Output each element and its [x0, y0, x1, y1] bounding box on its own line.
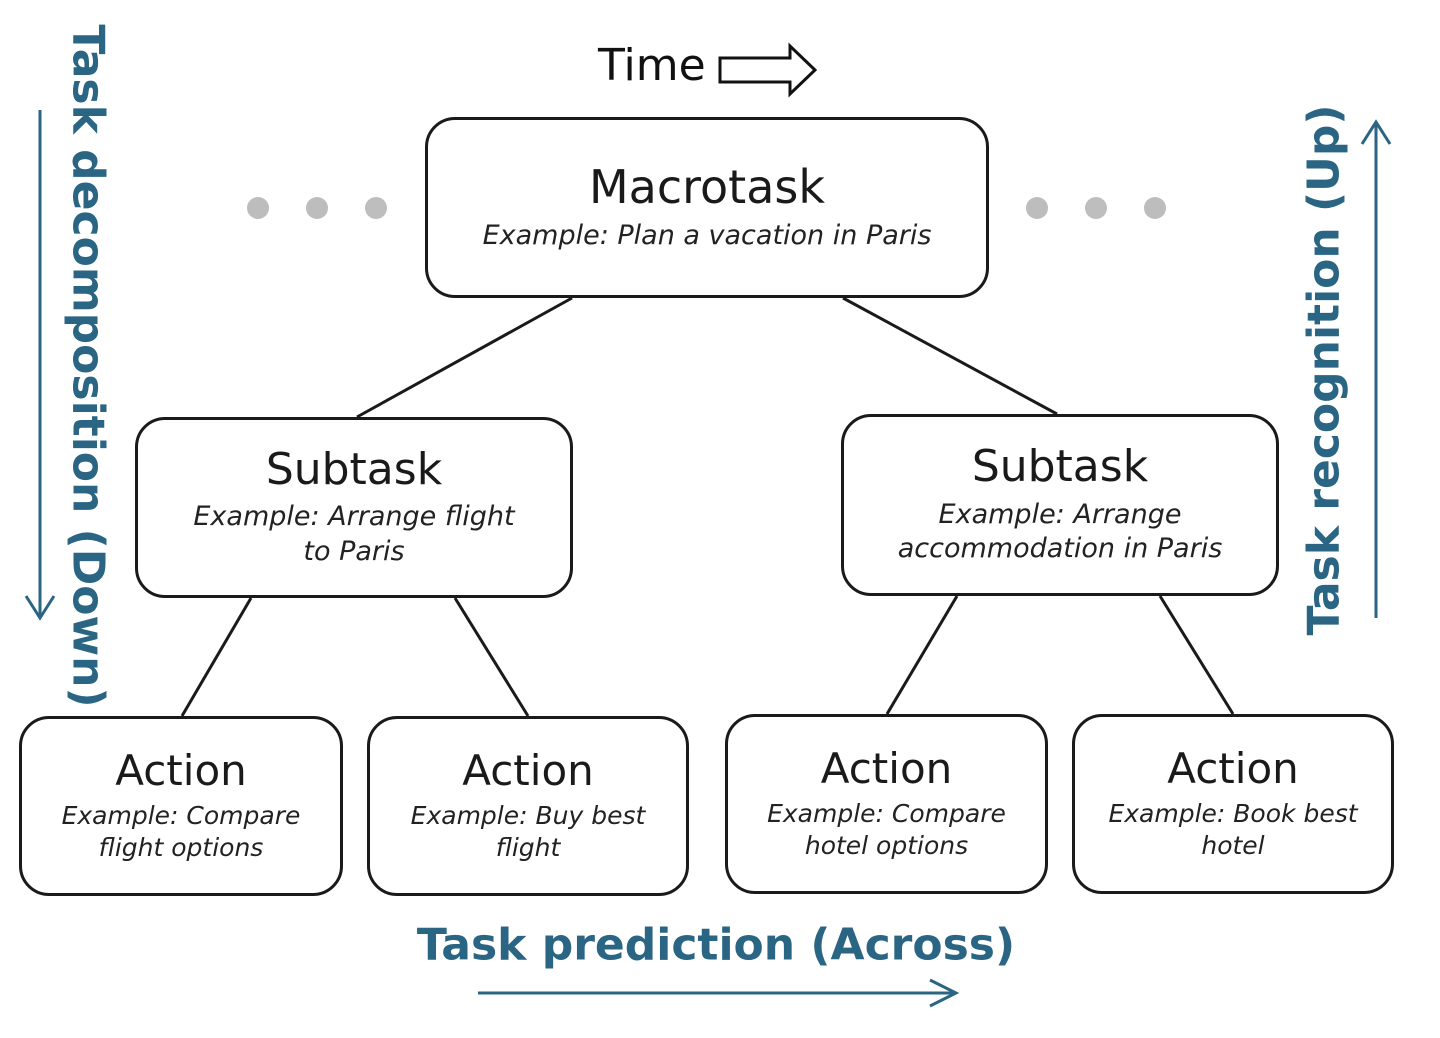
action-node-book-hotel: Action Example: Book best hotel	[1072, 714, 1394, 894]
ellipsis-dot-left-3	[365, 197, 387, 219]
subtask-example-line: Example: Arrange	[938, 498, 1182, 530]
subtask-example-line: to Paris	[303, 535, 405, 567]
macrotask-node: Macrotask Example: Plan a vacation in Pa…	[425, 117, 989, 298]
action-example-line: hotel	[1201, 831, 1265, 861]
action-example: Example: Buy best flight	[411, 800, 646, 864]
edge-subtask-left-action-2	[453, 597, 530, 717]
macrotask-title: Macrotask	[588, 159, 826, 214]
action-example-line: Example: Buy best	[410, 801, 646, 831]
edge-subtask-right-action-4	[1158, 595, 1235, 715]
subtask-example: Example: Arrange flight to Paris	[193, 500, 514, 569]
ellipsis-dot-left-1	[247, 197, 269, 219]
time-arrow-icon	[718, 42, 818, 98]
action-example: Example: Book best hotel	[1108, 798, 1357, 862]
action-example-line: Example: Compare	[767, 799, 1006, 829]
action-example: Example: Compare flight options	[62, 800, 301, 864]
action-title: Action	[1167, 743, 1299, 793]
action-title: Action	[115, 745, 247, 795]
subtask-title: Subtask	[971, 441, 1149, 493]
subtask-node-accommodation: Subtask Example: Arrange accommodation i…	[841, 414, 1279, 596]
axis-label-task-prediction: Task prediction (Across)	[416, 919, 1016, 971]
subtask-example-line: accommodation in Paris	[897, 533, 1223, 565]
edge-macro-subtask-left	[356, 296, 573, 419]
action-example-line: flight	[495, 833, 561, 863]
macrotask-example: Example: Plan a vacation in Paris	[482, 219, 932, 251]
action-example-line: hotel options	[804, 831, 969, 861]
axis-arrow-up-icon	[1360, 119, 1392, 618]
action-example-line: Example: Compare	[61, 801, 301, 831]
subtask-title: Subtask	[265, 443, 443, 495]
axis-arrow-down-icon	[24, 110, 56, 621]
action-node-buy-flight: Action Example: Buy best flight	[367, 716, 689, 896]
action-example-line: flight options	[98, 833, 264, 863]
action-title: Action	[462, 745, 594, 795]
edge-macro-subtask-right	[842, 296, 1058, 416]
edge-subtask-left-action-1	[180, 597, 253, 717]
axis-arrow-right-icon	[478, 978, 960, 1008]
ellipsis-dot-right-1	[1026, 197, 1048, 219]
edge-subtask-right-action-3	[885, 595, 959, 715]
axis-label-task-decomposition: Task decomposition (Down)	[62, 24, 114, 708]
connectors	[180, 296, 1235, 717]
ellipsis-dot-left-2	[306, 197, 328, 219]
subtask-node-flight: Subtask Example: Arrange flight to Paris	[135, 417, 573, 598]
subtask-example-line: Example: Arrange flight	[193, 501, 515, 533]
action-example: Example: Compare hotel options	[767, 798, 1006, 862]
ellipsis-dots	[247, 197, 1166, 219]
action-title: Action	[820, 743, 953, 793]
ellipsis-dot-right-2	[1085, 197, 1107, 219]
subtask-example: Example: Arrange accommodation in Paris	[898, 498, 1223, 567]
time-label: Time	[598, 40, 706, 91]
ellipsis-dot-right-3	[1144, 197, 1166, 219]
action-node-compare-hotels: Action Example: Compare hotel options	[725, 714, 1048, 894]
action-example-line: Example: Book best	[1108, 799, 1358, 829]
axis-label-task-recognition: Task recognition (Up)	[1298, 104, 1350, 636]
action-node-compare-flights: Action Example: Compare flight options	[19, 716, 343, 896]
